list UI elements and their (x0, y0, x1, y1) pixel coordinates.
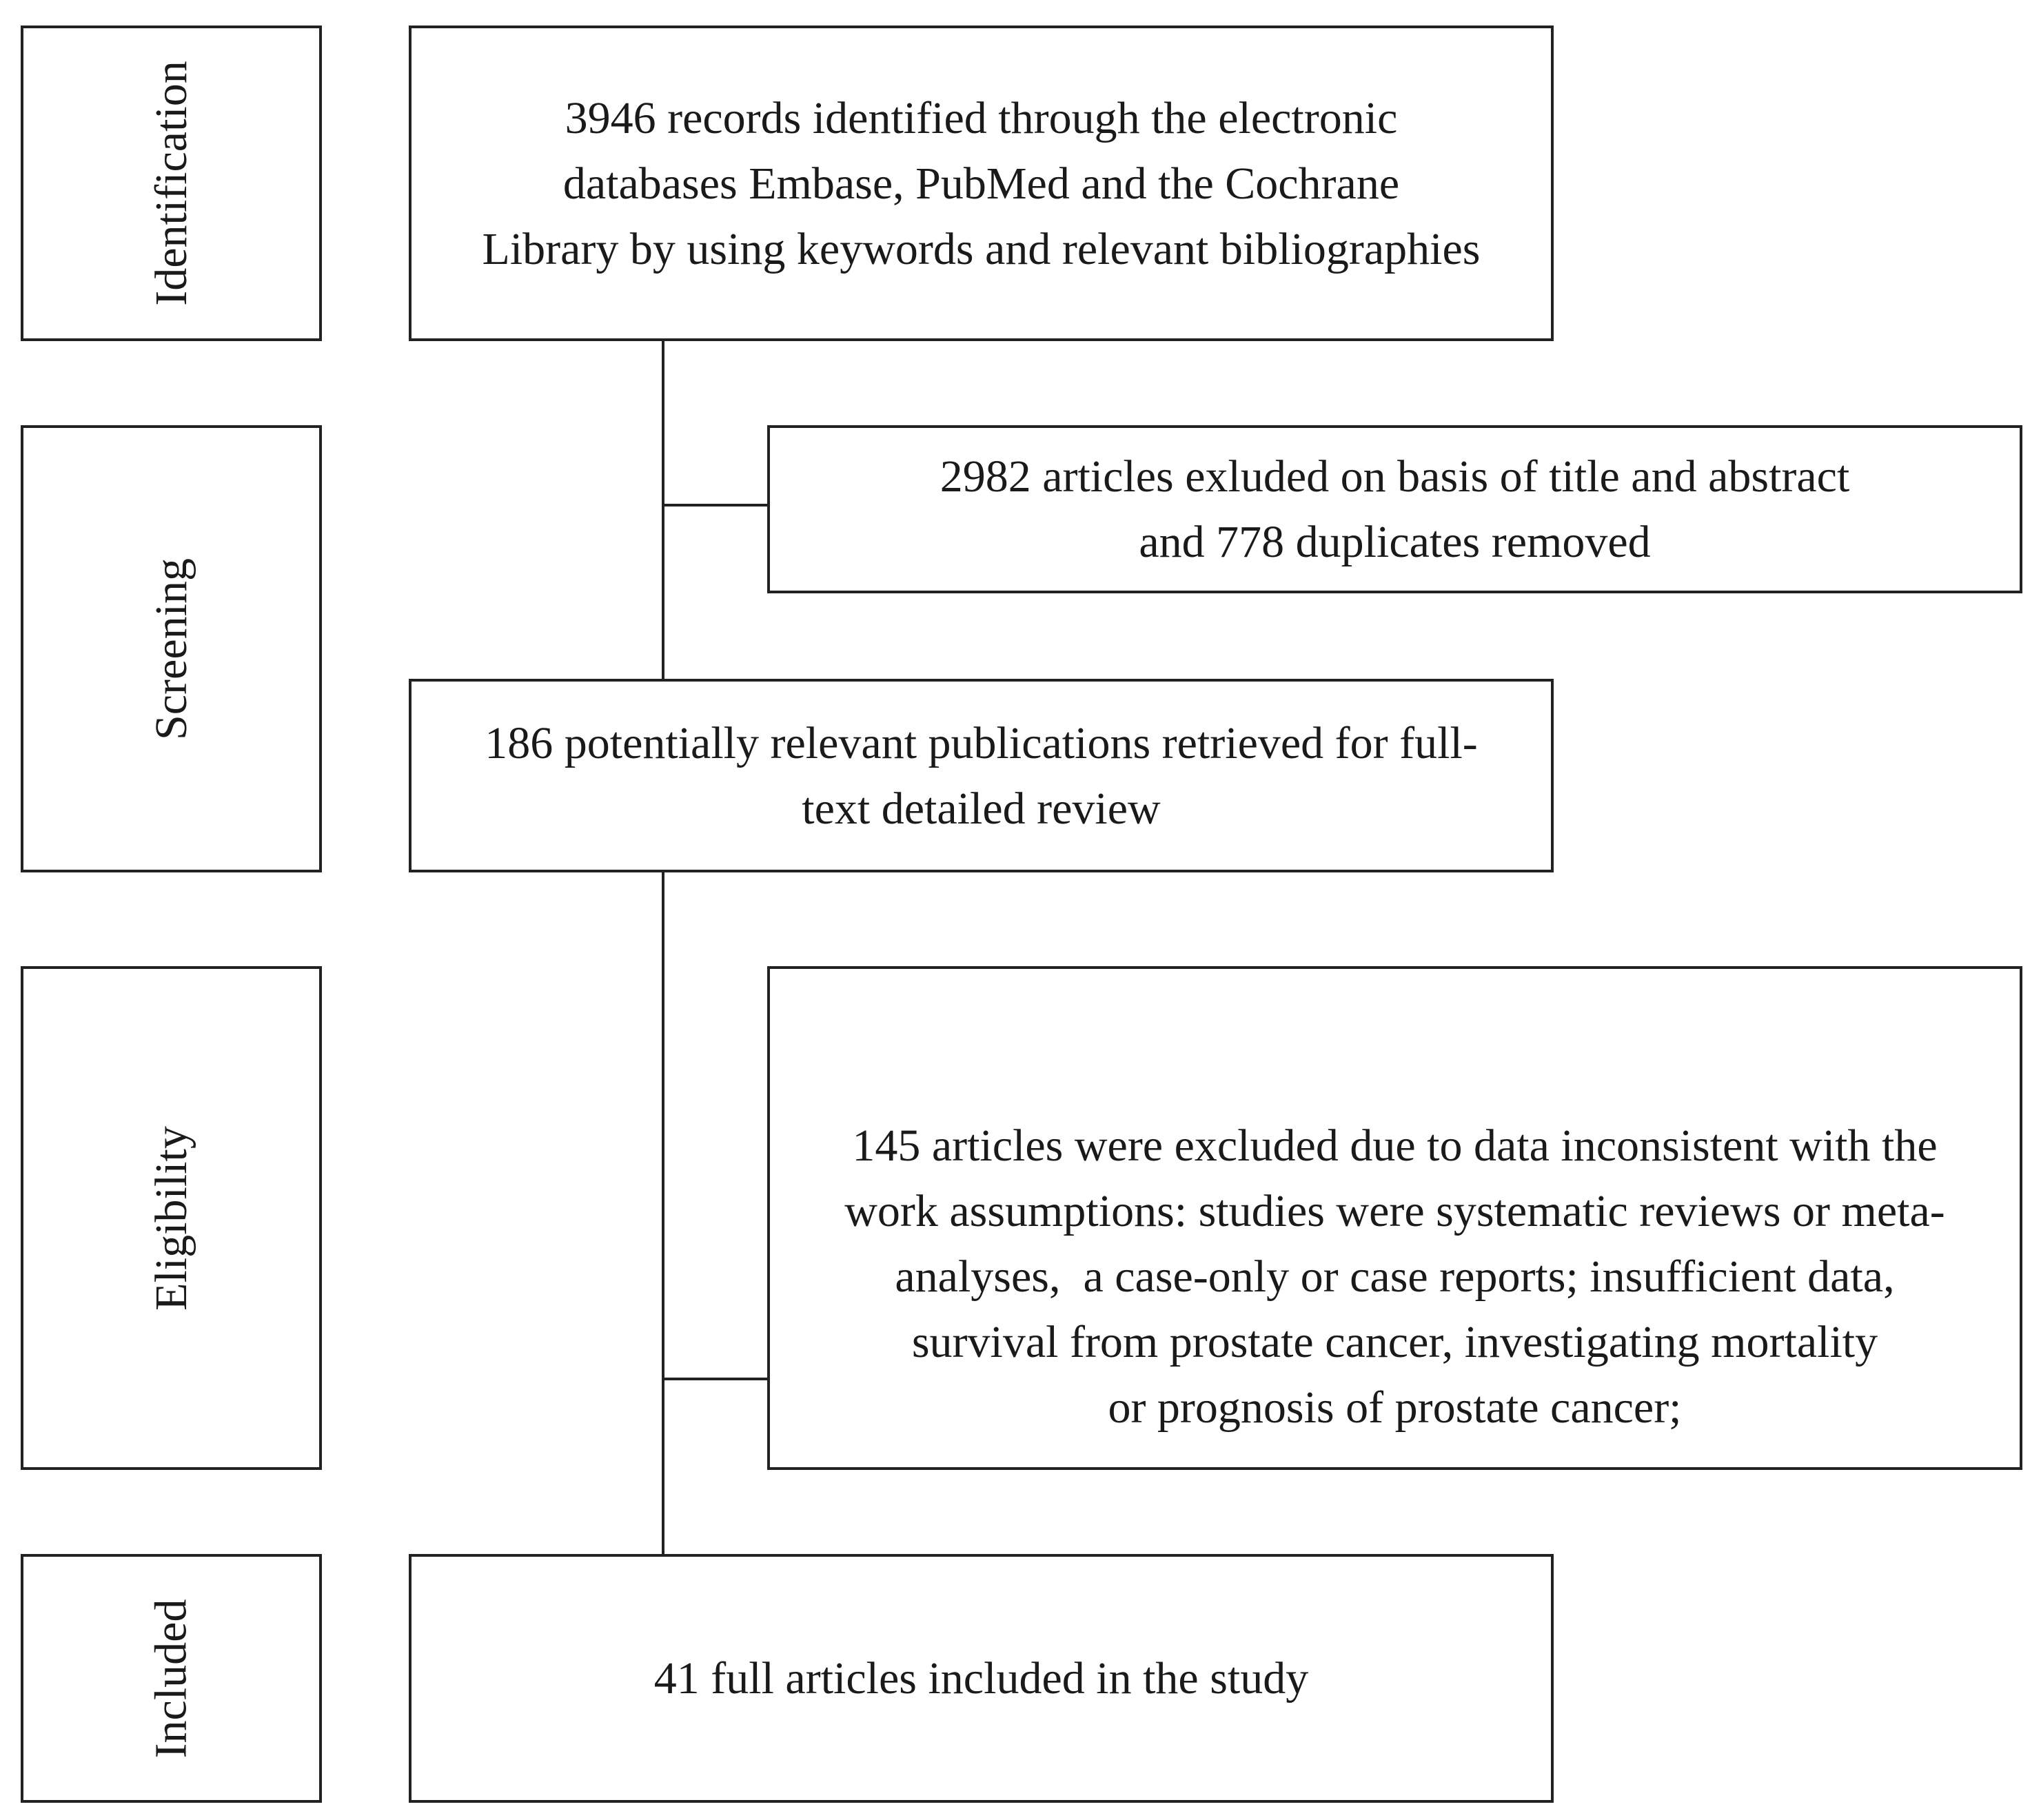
stage-screening-label: Screening (145, 558, 196, 740)
screening-excluded-line: 2982 articles exluded on basis of title … (940, 451, 1850, 502)
eligibility-excluded-box: 145 articles were excluded due to data i… (767, 966, 2022, 1470)
eligibility-excluded-line: analyses, a case-only or case reports; i… (895, 1251, 1895, 1302)
retrieved-publications-line: text detailed review (802, 783, 1161, 834)
retrieved-publications-line: 186 potentially relevant publications re… (485, 717, 1478, 768)
stage-screening: Screening (21, 425, 322, 872)
records-identified-line: Library by using keywords and relevant b… (482, 223, 1481, 274)
stage-identification-label: Identification (145, 61, 196, 306)
included-articles-box: 41 full articles included in the study (409, 1554, 1554, 1803)
included-articles-text: 41 full articles included in the study (654, 1646, 1308, 1711)
eligibility-excluded-line: or prognosis of prostate cancer; (1108, 1382, 1682, 1433)
records-identified-box: 3946 records identified through the elec… (409, 25, 1554, 341)
eligibility-excluded-line: survival from prostate cancer, investiga… (911, 1317, 1878, 1367)
screening-excluded-box: 2982 articles exluded on basis of title … (767, 425, 2022, 593)
stage-identification: Identification (21, 25, 322, 341)
records-identified-line: databases Embase, PubMed and the Cochran… (562, 158, 1400, 209)
eligibility-excluded-line: work assumptions: studies were systemati… (844, 1186, 1945, 1236)
stage-included-label: Included (145, 1599, 196, 1758)
eligibility-excluded-line: 145 articles were excluded due to data i… (852, 1121, 1938, 1171)
records-identified-text: 3946 records identified through the elec… (483, 85, 1481, 282)
included-articles-line: 41 full articles included in the study (653, 1653, 1309, 1704)
stage-included: Included (21, 1554, 322, 1803)
stage-eligibility-label: Eligibility (145, 1125, 196, 1311)
screening-excluded-text: 2982 articles exluded on basis of title … (940, 444, 1850, 575)
records-identified-line: 3946 records identified through the elec… (565, 92, 1398, 143)
retrieved-publications-box: 186 potentially relevant publications re… (409, 679, 1554, 872)
screening-excluded-line: and 778 duplicates removed (1139, 517, 1651, 567)
stage-eligibility: Eligibility (21, 966, 322, 1470)
retrieved-publications-text: 186 potentially relevant publications re… (485, 710, 1478, 841)
eligibility-excluded-text: 145 articles were excluded due to data i… (844, 1113, 1944, 1440)
